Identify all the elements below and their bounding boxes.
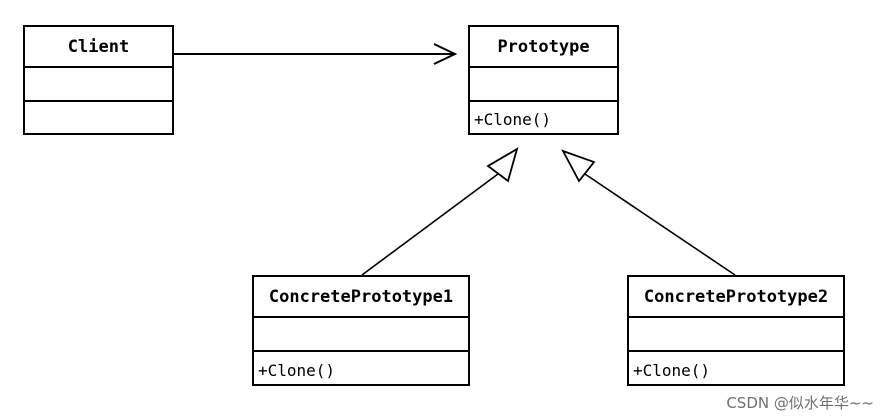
methods-compartment: +Clone() <box>633 360 711 380</box>
attributes-compartment <box>629 318 843 352</box>
client-class-box: Client <box>23 25 174 135</box>
generalization-triangle-2 <box>561 149 596 183</box>
concrete-prototype1-class-box: ConcretePrototype1 +Clone() <box>252 275 470 386</box>
attributes-compartment <box>254 318 468 352</box>
generalization-triangle-1 <box>486 147 519 183</box>
methods-compartment: +Clone() <box>258 360 336 380</box>
concrete-prototype2-class-box: ConcretePrototype2 +Clone() <box>627 275 845 386</box>
class-name: ConcretePrototype2 <box>629 277 843 318</box>
attributes-compartment <box>25 68 172 102</box>
class-name: Prototype <box>470 27 617 68</box>
methods-compartment <box>25 102 172 137</box>
concrete1-generalization-line <box>361 170 503 276</box>
class-name: ConcretePrototype1 <box>254 277 468 318</box>
class-name: Client <box>25 27 172 68</box>
concrete2-generalization-line <box>581 171 736 276</box>
watermark-text: CSDN @似水年华~~ <box>726 394 874 412</box>
prototype-class-box: Prototype +Clone() <box>468 25 619 135</box>
association-arrowhead <box>433 43 458 65</box>
attributes-compartment <box>470 68 617 102</box>
methods-compartment: +Clone() <box>474 110 552 129</box>
